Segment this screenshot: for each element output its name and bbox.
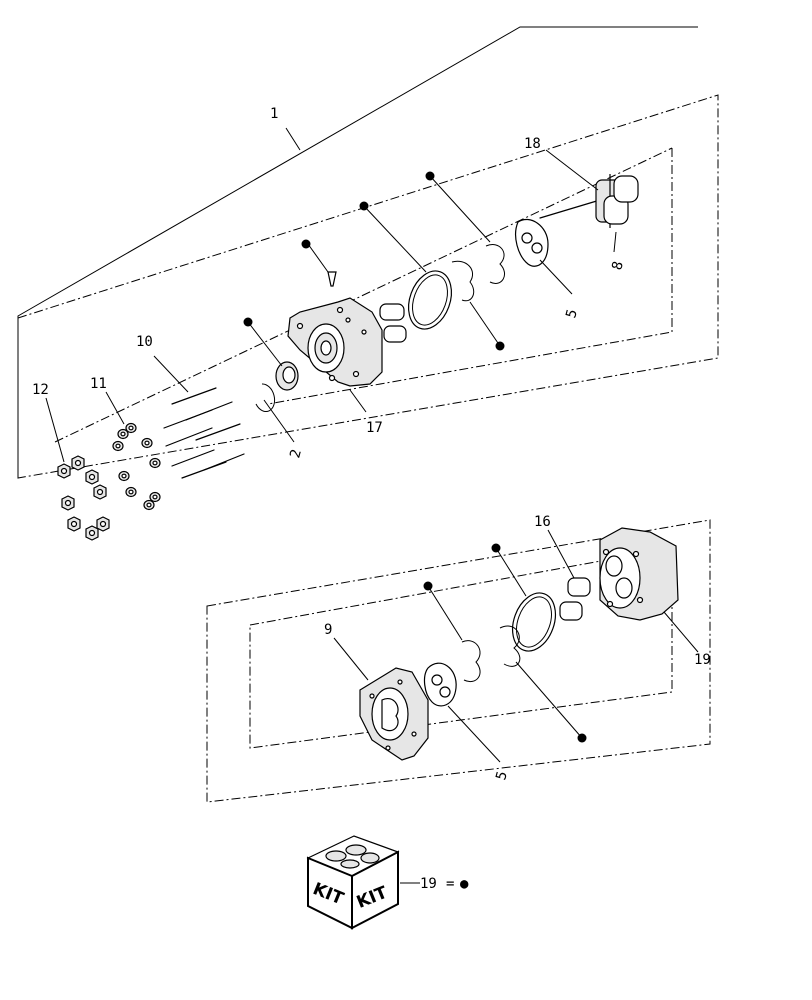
lower-seal-ring-b [461, 640, 481, 682]
lower-wear-plate-5 [423, 662, 457, 707]
shaft-seal [275, 361, 299, 391]
callout-18: 18 [524, 136, 541, 152]
kit-box-contents-icon [325, 844, 380, 869]
lower-bushings-16 [559, 577, 591, 621]
kit-bullet [425, 171, 435, 181]
kit-legend-number: 19 [420, 876, 437, 892]
callout-17: 17 [366, 420, 383, 436]
callout-1: 1 [270, 106, 278, 122]
kit-legend: 19 = ● [400, 876, 469, 892]
callout-19: 19 [694, 652, 711, 668]
rear-housing-19 [599, 527, 679, 621]
upper-gasket [407, 270, 453, 330]
kit-bullet [243, 317, 253, 327]
callout-12: 12 [32, 382, 49, 398]
kit-bullet [359, 201, 369, 211]
upper-bushings [379, 303, 407, 343]
nut-set [57, 455, 110, 541]
washer-set [112, 422, 161, 511]
kit-bullet [577, 733, 587, 743]
kit-bullet [301, 239, 311, 249]
callout-11: 11 [90, 376, 107, 392]
snap-ring-2 [255, 383, 276, 413]
kit-bullet [495, 341, 505, 351]
kit-item-markers [243, 171, 587, 743]
callout-16: 16 [534, 514, 551, 530]
bolt-set [163, 387, 245, 479]
upper-assembly-boundary [17, 94, 719, 479]
assembly-bracket [17, 26, 698, 478]
callout-10: 10 [136, 334, 153, 350]
callout-5-upper: 5 [563, 308, 581, 320]
kit-bullet [491, 543, 501, 553]
callout-5-lower: 5 [493, 770, 511, 782]
kit-legend-equals: = [446, 876, 454, 892]
upper-seal-ring-a [451, 260, 475, 302]
kit-legend-bullet: ● [460, 876, 469, 892]
front-housing-17 [287, 297, 383, 387]
lower-gasket [511, 592, 557, 652]
fitting [327, 271, 337, 287]
lower-assembly-boundary [206, 519, 711, 803]
lower-seal-ring-a [499, 625, 521, 667]
gear-8 [603, 175, 639, 225]
callout-9: 9 [324, 622, 332, 638]
callout-8: 8 [609, 260, 627, 272]
callout-labels: 1 18 8 5 17 2 10 11 12 16 9 5 19 [32, 106, 711, 782]
leader-lines [45, 127, 699, 763]
kit-bullet [423, 581, 433, 591]
callout-2: 2 [287, 448, 305, 460]
upper-wear-plate-5 [515, 218, 549, 267]
upper-seal-ring-b [485, 244, 505, 284]
gear-housing-9 [359, 667, 429, 761]
kit-box-icon: KIT KIT [306, 835, 400, 930]
